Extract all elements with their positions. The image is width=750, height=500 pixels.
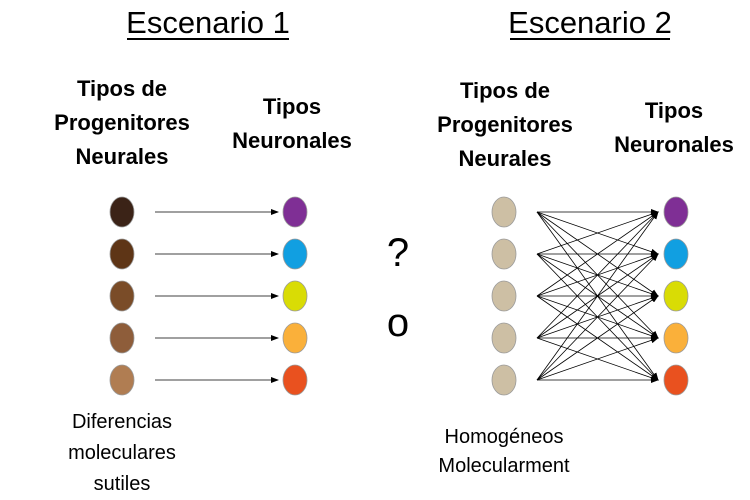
progenitor-dot bbox=[491, 238, 517, 270]
neuron-dot bbox=[663, 322, 689, 354]
neuron-dot bbox=[663, 238, 689, 270]
scenario-1: Escenario 1 Tipos de Progenitores Neural… bbox=[54, 5, 352, 495]
scenario-1-footnote-line-3: sutiles bbox=[94, 473, 151, 495]
scenario-1-progenitor-dots bbox=[109, 196, 135, 396]
connection-arrow bbox=[536, 211, 659, 339]
scenario-1-footnote-line-2: moleculares bbox=[68, 442, 176, 464]
neuron-dot bbox=[663, 364, 689, 396]
scenario-1-progenitor-heading-line-1: Tipos de bbox=[77, 76, 167, 101]
scenario-2-neuron-dots bbox=[663, 196, 689, 396]
connection-arrow bbox=[536, 295, 659, 381]
scenario-1-neuron-dots bbox=[282, 196, 308, 396]
scenario-2-title: Escenario 2 bbox=[508, 5, 672, 40]
connection-arrow bbox=[536, 211, 659, 255]
or-separator: o bbox=[387, 301, 409, 345]
neuron-dot bbox=[282, 238, 308, 270]
connection-arrow bbox=[536, 253, 659, 381]
progenitor-dot bbox=[491, 322, 517, 354]
scenario-2-neuron-heading-line-1: Tipos bbox=[645, 98, 703, 123]
scenario-2-progenitor-heading-line-3: Neurales bbox=[459, 146, 552, 171]
scenario-2-progenitor-heading-line-1: Tipos de bbox=[460, 78, 550, 103]
progenitor-dot bbox=[491, 280, 517, 312]
scenario-1-connections bbox=[155, 209, 279, 383]
neuron-dot bbox=[282, 364, 308, 396]
connection-arrow bbox=[536, 211, 659, 297]
progenitor-dot bbox=[109, 196, 135, 228]
connection-arrow bbox=[536, 337, 659, 381]
scenario-2-neuron-heading-line-2: Neuronales bbox=[614, 132, 734, 157]
progenitor-dot bbox=[109, 322, 135, 354]
progenitor-dot bbox=[109, 364, 135, 396]
neuron-dot bbox=[282, 196, 308, 228]
scenario-2-connections bbox=[536, 209, 659, 383]
connection-arrow bbox=[536, 211, 659, 381]
neuron-dot bbox=[282, 280, 308, 312]
scenario-2: Escenario 2 Tipos de Progenitores Neural… bbox=[437, 5, 734, 477]
progenitor-dot bbox=[109, 280, 135, 312]
scenario-1-progenitor-heading-line-2: Progenitores bbox=[54, 110, 190, 135]
progenitor-dot bbox=[109, 238, 135, 270]
neuron-dot bbox=[663, 280, 689, 312]
scenario-1-neuron-heading-line-2: Neuronales bbox=[232, 128, 352, 153]
scenario-2-progenitor-heading-line-2: Progenitores bbox=[437, 112, 573, 137]
scenario-1-progenitor-heading-line-3: Neurales bbox=[76, 144, 169, 169]
scenario-1-title: Escenario 1 bbox=[126, 5, 290, 40]
scenario-2-footnote-line-2: Molecularment bbox=[438, 455, 570, 477]
scenario-2-footnote-line-1: Homogéneos bbox=[445, 426, 564, 448]
progenitor-dot bbox=[491, 196, 517, 228]
scenario-1-neuron-heading-line-1: Tipos bbox=[263, 94, 321, 119]
scenario-2-progenitor-dots bbox=[491, 196, 517, 396]
neuron-dot bbox=[663, 196, 689, 228]
question-mark: ? bbox=[387, 231, 409, 275]
neuron-dot bbox=[282, 322, 308, 354]
progenitor-dot bbox=[491, 364, 517, 396]
scenario-1-footnote-line-1: Diferencias bbox=[72, 411, 172, 433]
